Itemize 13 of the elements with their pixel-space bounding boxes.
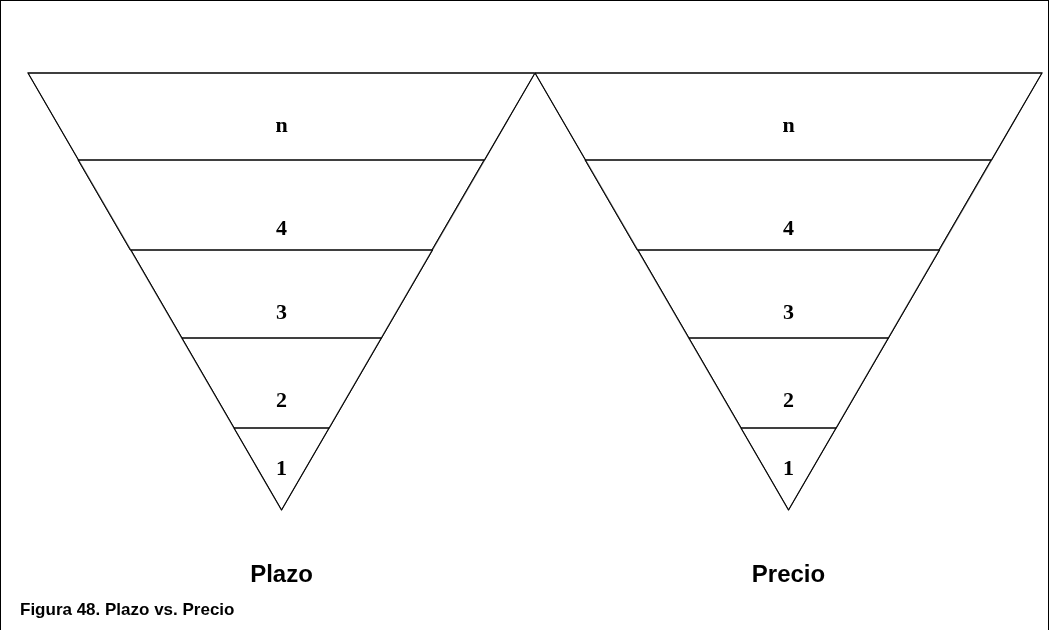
tier-number: 4 [276,217,287,239]
tier-number: n [275,114,288,136]
figure-caption: Figura 48. Plazo vs. Precio [20,600,235,620]
tier-number: 2 [783,389,794,411]
tier-number: 2 [276,389,287,411]
tier-number: 4 [783,217,794,239]
tier-number: 3 [276,301,287,323]
triangle-heading: Plazo [250,560,313,588]
triangle-heading: Precio [751,560,826,588]
tier-number: 1 [783,457,794,479]
tier-number: 3 [783,301,794,323]
tier-number: n [782,114,795,136]
tier-number: 1 [276,457,287,479]
